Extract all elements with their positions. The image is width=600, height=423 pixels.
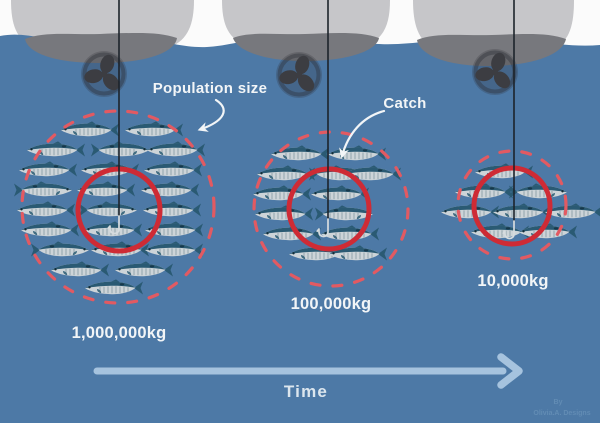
biomass-label-middle: 100,000kg bbox=[291, 295, 372, 313]
submerged-hull-left bbox=[25, 32, 177, 63]
time-axis: Time bbox=[93, 353, 523, 401]
catch-circle-middle bbox=[286, 166, 372, 252]
propeller-icon bbox=[274, 50, 324, 100]
propeller-icon bbox=[79, 49, 129, 99]
catch-label: Catch bbox=[383, 95, 426, 112]
population-size-label: Population size bbox=[153, 80, 268, 97]
catch-circle-right bbox=[471, 165, 553, 247]
time-label: Time bbox=[284, 382, 328, 401]
credit: By Olivia.A. Designs bbox=[533, 399, 590, 417]
time-arrow-head bbox=[497, 353, 523, 389]
population-size-arrow bbox=[197, 98, 225, 132]
submerged-hull-middle bbox=[233, 32, 379, 61]
biomass-label-left: 1,000,000kg bbox=[72, 324, 167, 342]
credit-line1: By bbox=[554, 399, 563, 406]
population-circle-middle bbox=[252, 130, 410, 288]
credit-line2: Olivia.A. Designs bbox=[533, 410, 590, 417]
catch-arrow bbox=[339, 109, 386, 159]
population-circle-left bbox=[20, 109, 216, 305]
biomass-label-right: 10,000kg bbox=[477, 272, 548, 290]
population-circle-right bbox=[456, 149, 568, 261]
propeller-icon bbox=[470, 47, 520, 97]
